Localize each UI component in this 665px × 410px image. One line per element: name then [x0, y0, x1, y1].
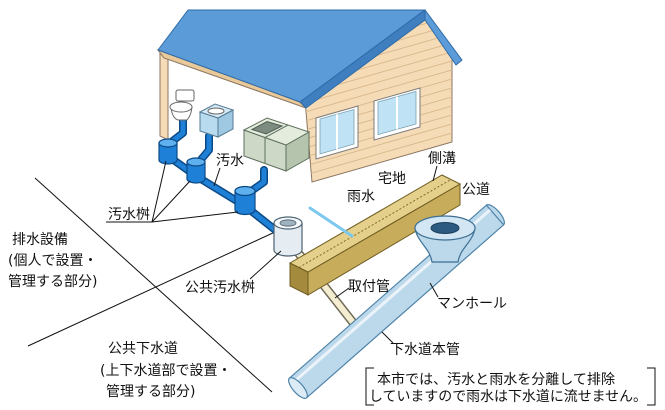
main-pipe-near-cap — [288, 377, 308, 399]
ditch-groove — [298, 179, 452, 268]
siding-line — [305, 67, 452, 114]
label-public-sewer: 公共下水道 — [108, 341, 178, 357]
label-drainage-facility-note-1: (個人で設置・ — [8, 253, 97, 269]
masu-body — [234, 190, 256, 216]
masu-body — [186, 161, 206, 184]
manhole-opening — [430, 222, 460, 234]
leader-manhole — [429, 282, 439, 298]
public-sewage-masu — [273, 216, 303, 257]
masu-top — [234, 185, 256, 197]
toilet — [169, 89, 195, 121]
toilet-seat — [169, 101, 193, 113]
unit-divider — [264, 124, 289, 138]
note-line-2: していますので雨水は下水道に流せません。 — [369, 389, 647, 405]
boundary-line-site — [27, 231, 276, 347]
sewage-masu-1 — [158, 138, 178, 165]
masu-body — [158, 142, 178, 165]
leader-lines — [106, 160, 439, 344]
label-sewage-masu: 汚水桝 — [108, 207, 150, 223]
toilet-tank — [175, 89, 195, 102]
siding-line — [305, 121, 452, 168]
label-drainage-facility-note-2: 管理する部分) — [8, 274, 97, 290]
bath-drain — [247, 167, 267, 195]
leader-connection-pipe — [334, 287, 350, 299]
bath-and-laundry — [242, 117, 311, 172]
sink — [198, 103, 235, 138]
window-left — [315, 105, 359, 160]
label-public-sewer-note-2: 管理する部分) — [106, 384, 195, 400]
leader-masu-2 — [151, 180, 191, 223]
masu-top — [158, 138, 178, 148]
leader-sewage — [213, 167, 221, 187]
note-line-1: 本市では、汚水と雨水を分離して排除 — [377, 371, 615, 388]
public-masu-lid — [279, 219, 297, 227]
label-side-ditch: 側溝 — [428, 151, 456, 167]
sewage-masu-2 — [186, 157, 206, 184]
leader-masu-3 — [151, 211, 239, 223]
sewage-masu-3 — [234, 185, 256, 216]
label-public-sewer-note-1: (上下水道部で設置・ — [100, 363, 231, 379]
side-ditch — [288, 174, 462, 296]
label-manhole: マンホール — [437, 296, 507, 312]
leader-side-ditch — [432, 165, 438, 182]
label-residential-land: 宅地 — [378, 171, 406, 187]
note-bracket-right — [647, 367, 656, 406]
label-main-sewer-pipe: 下水道本管 — [390, 342, 460, 358]
sewage-main-drain — [165, 153, 291, 243]
label-public-sewage-masu: 公共汚水桝 — [185, 280, 255, 296]
label-rainwater: 雨水 — [347, 189, 375, 205]
note-bracket-left — [365, 367, 374, 406]
label-connection-pipe: 取付管 — [348, 279, 390, 295]
laundry-inset — [250, 120, 284, 135]
rainwater-pipe — [308, 206, 354, 238]
manhole — [414, 215, 476, 263]
sink-drain — [196, 133, 212, 165]
leader-main-pipe — [381, 331, 394, 344]
label-public-road: 公道 — [462, 182, 490, 198]
public-masu-body — [273, 222, 303, 257]
window-right — [373, 87, 421, 141]
label-sewage: 汚水 — [216, 153, 244, 169]
note-box: 本市では、汚水と雨水を分離して排除 していますので雨水は下水道に流せません。 — [365, 367, 656, 406]
siding-line — [305, 130, 452, 177]
boundary-lines — [27, 177, 276, 393]
label-drainage-facility: 排水設備 — [12, 232, 68, 248]
house — [156, 9, 463, 183]
leader-masu-1 — [151, 160, 167, 223]
house-side-post — [159, 51, 169, 141]
sink-bowl — [207, 107, 225, 115]
siding-line — [305, 58, 452, 105]
labels: 汚水 側溝 宅地 公道 雨水 汚水桝 排水設備 (個人で設置・ 管理する部分) … — [8, 151, 507, 400]
masu-top — [186, 157, 206, 167]
leader-public-masu — [249, 250, 282, 280]
boundary-line-private-public — [34, 177, 273, 393]
roof-rake-right — [424, 9, 463, 66]
